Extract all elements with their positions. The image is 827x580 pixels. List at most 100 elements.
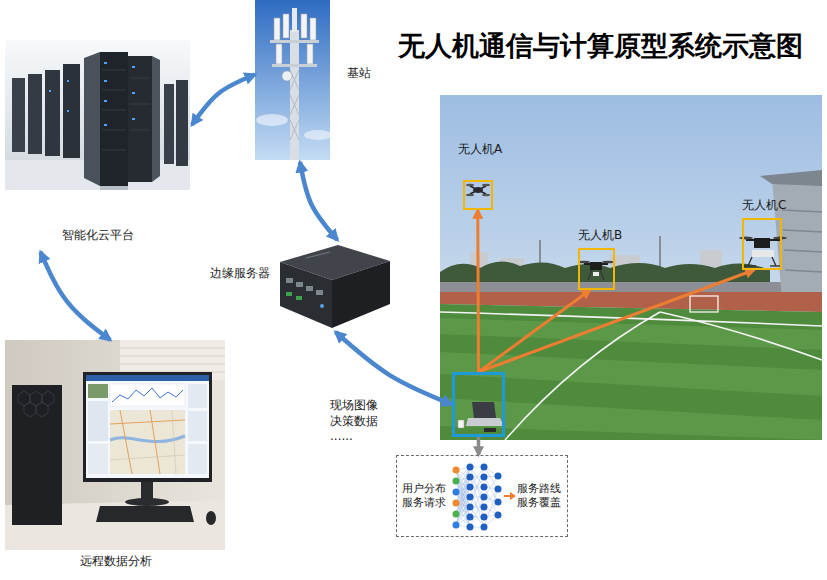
server-room-photo: [5, 40, 190, 190]
server-room-photo-part: [49, 62, 135, 126]
remote-workstation-photo-part-part: [172, 410, 176, 474]
remote-workstation-photo-part-part: [42, 391, 54, 406]
server-room-photo-part-part: [130, 78, 150, 79]
base-station-photo-part-part: [290, 95, 299, 115]
neural-network-icon-part: [453, 478, 460, 485]
remote-workstation-photo-part-part: [110, 420, 185, 424]
orange-connector: [479, 290, 591, 372]
laptop-icon-part: [458, 420, 464, 428]
remote-workstation-photo-part: [110, 384, 185, 406]
edge-server-device-part-part: [286, 292, 292, 296]
base-station-photo-part-part: [290, 120, 299, 140]
remote-workstation-photo-part: [96, 506, 194, 522]
remote-workstation-photo-part-part: [18, 391, 30, 406]
node-label: 无人机A: [458, 142, 502, 158]
drone-a-icon-part: [482, 194, 490, 196]
remote-workstation-photo-part: [88, 401, 108, 441]
neural-network-icon-part-part: [467, 524, 474, 531]
field-photo-part: [440, 312, 822, 440]
remote-workstation-photo-part: [86, 375, 209, 478]
field-photo-part-part: [690, 296, 718, 312]
server-room-photo-part-part: [49, 90, 51, 92]
server-room-photo-part: [5, 40, 190, 190]
remote-workstation-photo-part: [188, 411, 207, 441]
server-room-photo-part-part: [130, 104, 150, 105]
orange-connector: [479, 270, 755, 372]
server-room-photo-part-part: [104, 80, 107, 82]
remote-workstation-photo-part: [83, 372, 212, 482]
remote-workstation-photo-part-part: [30, 391, 42, 406]
base-station-photo-part-part: [274, 18, 280, 40]
drone-node: 无人机C: [740, 198, 792, 270]
neural-network-icon-part: [467, 464, 502, 531]
server-room-photo-part: [176, 80, 188, 166]
server-room-photo-part-part: [130, 130, 150, 131]
neural-network-icon-part-part: [467, 484, 474, 491]
remote-workstation-photo-part-part: [120, 356, 225, 357]
remote-workstation-photo-part: [206, 511, 216, 525]
edge-server-device-part: [280, 262, 332, 328]
node-label: 边缘服务器: [210, 266, 270, 282]
edge-server-device-part-part: [296, 282, 303, 287]
server-room-photo-part: [63, 64, 80, 158]
base-station-photo-part-part: [276, 44, 282, 64]
edge-server-device-part-part: [286, 278, 293, 283]
remote-workstation-photo-part: [18, 391, 54, 417]
remote-workstation-photo-part: [125, 498, 169, 506]
remote-workstation-photo-part-part: [120, 348, 225, 349]
base-station-photo-part-part: [290, 120, 299, 140]
base-station-photo-part-part: [307, 44, 313, 64]
node-label: 无人机C: [742, 198, 786, 214]
neural-network-icon-part: [504, 495, 511, 497]
server-room-photo-part-part: [132, 118, 135, 120]
remote-analysis-node: 远程数据分析: [5, 340, 229, 575]
model-dashed-box: 用户分布 服务请求服务路线 服务覆盖: [396, 455, 568, 537]
drone-frame: [463, 180, 493, 210]
server-room-photo-part-part: [132, 92, 135, 94]
server-room-photo-part-part: [102, 130, 126, 131]
server-room-photo-part-part: [102, 90, 126, 91]
base-station-photo-part: [290, 30, 299, 160]
edge-server-device: [280, 245, 390, 328]
remote-workstation-photo-part: [88, 444, 108, 474]
edge-server-device-part-part: [306, 286, 313, 291]
server-room-photo-part: [84, 52, 100, 186]
edge-server-device-part: [286, 292, 302, 300]
edge-label: 现场图像 决策数据 ......: [330, 398, 386, 445]
neural-network-icon-part-part: [467, 514, 474, 521]
remote-workstation-photo-part: [112, 388, 183, 402]
remote-workstation-photo-part-part: [120, 410, 132, 474]
drone-a-icon-part: [470, 186, 486, 194]
server-room-photo-part: [152, 56, 160, 182]
blue-connector: [41, 252, 111, 340]
node-label: 无人机B: [578, 228, 622, 244]
remote-workstation-photo-part: [141, 482, 153, 500]
base-station-photo-part: [282, 71, 292, 81]
server-room-photo-part-part: [67, 110, 69, 112]
neural-network-icon-part: [510, 492, 516, 500]
laptop-icon-part: [484, 428, 496, 432]
laptop-icon: [458, 402, 504, 432]
neural-network-icon-part-part: [481, 484, 488, 491]
drone-a-icon-part: [473, 187, 483, 193]
drone-b-icon: [578, 261, 614, 280]
neural-network-icon-part: [453, 522, 460, 529]
base-station-photo-part: [292, 8, 297, 32]
node-label: 智能化云平台: [5, 228, 190, 244]
node-label: 基站: [347, 66, 371, 82]
field-photo-part: [760, 170, 822, 186]
base-station-photo-part: [304, 130, 332, 140]
node-label: 远程数据分析: [5, 554, 227, 570]
drone-b-icon-part: [600, 270, 604, 280]
edge-server-device-part-part: [316, 290, 323, 295]
neural-network-icon-part: [456, 467, 498, 527]
drone-a-icon-part: [482, 184, 490, 186]
neural-network-icon-part-part: [495, 499, 502, 506]
neural-network-icon-part: [453, 500, 460, 507]
field-photo-part-part: [785, 270, 822, 272]
base-station-photo: [255, 0, 332, 160]
neural-network-icon-part: [453, 489, 460, 496]
node-label: 用户分布 服务请求: [402, 482, 448, 511]
base-station-photo-part-part: [283, 14, 289, 38]
drone-c-icon-part: [754, 238, 770, 248]
